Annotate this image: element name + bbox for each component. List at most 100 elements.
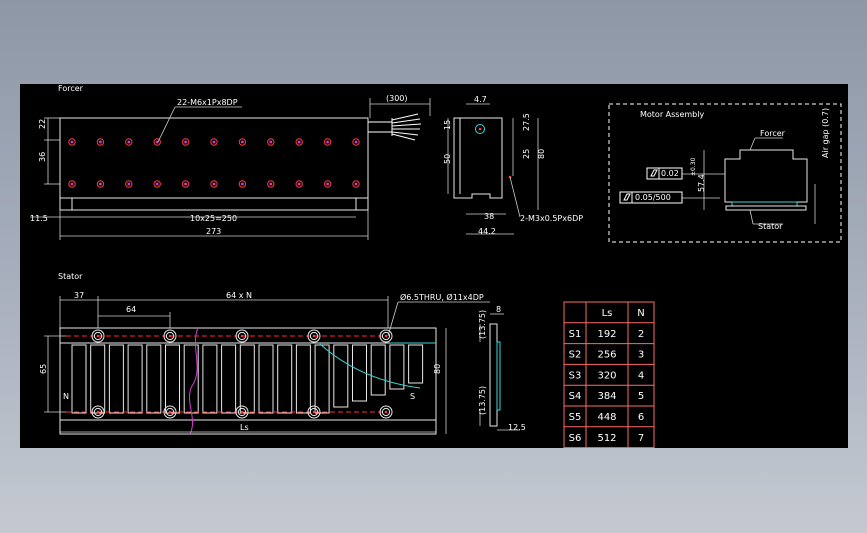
forcer-hole — [68, 180, 76, 188]
dim-64-label: 64 — [126, 305, 136, 314]
stator-side-magnet — [496, 341, 501, 411]
cad-drawing-viewport[interactable]: Forcer 22-M6x1Px8DP (300) 22 36 11.5 10x… — [20, 84, 848, 448]
cable-length-label: (300) — [386, 94, 408, 103]
forcer-hole — [181, 180, 190, 188]
forcer-hole — [323, 138, 332, 146]
stator-magnet-slot — [127, 344, 143, 414]
stator-break-curve — [319, 343, 421, 389]
forcer-hole — [267, 180, 275, 188]
forcer-title: Forcer — [58, 84, 84, 93]
table-cell: S3 — [569, 370, 582, 381]
dim-64xN-label: 64 x N — [226, 291, 252, 300]
cad-drawing: Forcer 22-M6x1Px8DP (300) 22 36 11.5 10x… — [30, 84, 842, 448]
side-view-tap-hole — [475, 124, 485, 134]
stator-magnet-slot — [370, 344, 386, 396]
stator-magnet-slot — [314, 344, 330, 414]
dim-80-side-label: 80 — [537, 149, 546, 159]
tolerance-frame-1 — [646, 167, 683, 180]
forcer-hole — [352, 138, 360, 146]
assembly-forcer-label: Forcer — [760, 129, 786, 138]
table-cell: 448 — [597, 412, 616, 423]
forcer-hole — [125, 138, 133, 146]
table-header-cell: Ls — [602, 308, 613, 319]
assembly-forcer — [724, 149, 808, 203]
assembly-air-gap — [731, 201, 798, 207]
table-cell: 5 — [638, 391, 644, 402]
stator-magnet-slot — [389, 344, 405, 390]
stator-magnet-slot — [90, 344, 106, 414]
table-cell: 4 — [638, 370, 644, 381]
stator-magnet-slot — [239, 344, 255, 414]
forcer-hole — [210, 180, 218, 188]
table-cell: S6 — [569, 433, 582, 444]
dim-13-75-top-label: (13.75) — [478, 310, 487, 339]
side-view-tap-center-2 — [508, 175, 512, 179]
table-cell: S1 — [569, 329, 582, 340]
dim-12-5-label: 12.5 — [508, 423, 526, 432]
motor-assembly-frame — [608, 103, 842, 243]
forcer-hole — [352, 180, 360, 188]
tap-callout-label: 2-M3x0.5Px6DP — [520, 214, 583, 223]
dim-15-label: 15 — [443, 120, 452, 130]
table-cell: S2 — [569, 350, 582, 361]
stator-magnet-slot — [352, 344, 367, 402]
assembly-stator — [725, 205, 807, 211]
table-header-cell: N — [637, 308, 644, 319]
stator-label-leader — [749, 209, 754, 225]
dim-50-label: 50 — [443, 154, 452, 164]
dim-36-label: 36 — [38, 152, 47, 162]
stator-magnet-slot — [108, 344, 124, 414]
stator-hole — [307, 329, 321, 343]
stator-hole — [163, 405, 177, 419]
dim-total-label: 273 — [206, 227, 221, 236]
stator-magnet-slot — [258, 344, 274, 414]
stator-hole — [163, 329, 177, 343]
forcer-hole — [210, 138, 218, 146]
dim-ls-label: Ls — [240, 423, 249, 432]
forcer-hole — [96, 138, 105, 146]
air-gap-label: Air gap (0.7) — [821, 108, 830, 158]
stator-magnet-slot — [71, 344, 87, 414]
stator-mounting-holes — [91, 329, 393, 419]
stator-hole — [307, 405, 321, 419]
stator-magnet-slots — [71, 344, 424, 414]
forcer-hole — [125, 180, 133, 188]
forcer-hole — [295, 138, 303, 146]
table-border — [563, 301, 655, 448]
dim-37-label: 37 — [74, 291, 84, 300]
forcer-hole — [295, 180, 303, 188]
forcer-hole — [181, 138, 190, 146]
stator-hole — [379, 329, 393, 343]
dim-44-2-label: 44.2 — [478, 227, 496, 236]
forcer-body — [59, 117, 369, 211]
stator-body — [59, 327, 437, 435]
stator-hole — [379, 405, 393, 419]
forcer-hole — [323, 180, 332, 188]
stator-magnet-slot — [221, 344, 237, 414]
tolerance-2-label: 0.05/500 — [635, 193, 671, 202]
table-cell: 320 — [597, 370, 616, 381]
table-cell: 3 — [638, 350, 644, 361]
table-cell: 2 — [638, 329, 644, 340]
forcer-hole — [238, 138, 247, 146]
dim-4-7-label: 4.7 — [474, 95, 487, 104]
dim-38-label: 38 — [484, 212, 494, 221]
stator-hole — [235, 329, 249, 343]
dim-22-label: 22 — [38, 119, 47, 129]
stator-section-break — [188, 327, 199, 435]
side-view-tap-center — [478, 127, 482, 131]
stator-magnet-slot — [146, 344, 162, 414]
dim-65-label: 65 — [39, 364, 48, 374]
pole-s-label: S — [410, 392, 415, 401]
stator-hole-callout: Ø6.5THRU, Ø11x4DP — [400, 292, 484, 302]
dim-8-label: 8 — [496, 305, 501, 314]
table-cell: 6 — [638, 412, 644, 423]
assembly-stator-label: Stator — [758, 222, 783, 231]
tolerance-1-label: 0.02 — [661, 169, 679, 178]
forcer-hole — [68, 138, 76, 146]
side-view-body — [453, 117, 503, 199]
table-cell: 384 — [597, 391, 616, 402]
table-cell: 256 — [597, 350, 616, 361]
stator-hole — [91, 329, 105, 343]
